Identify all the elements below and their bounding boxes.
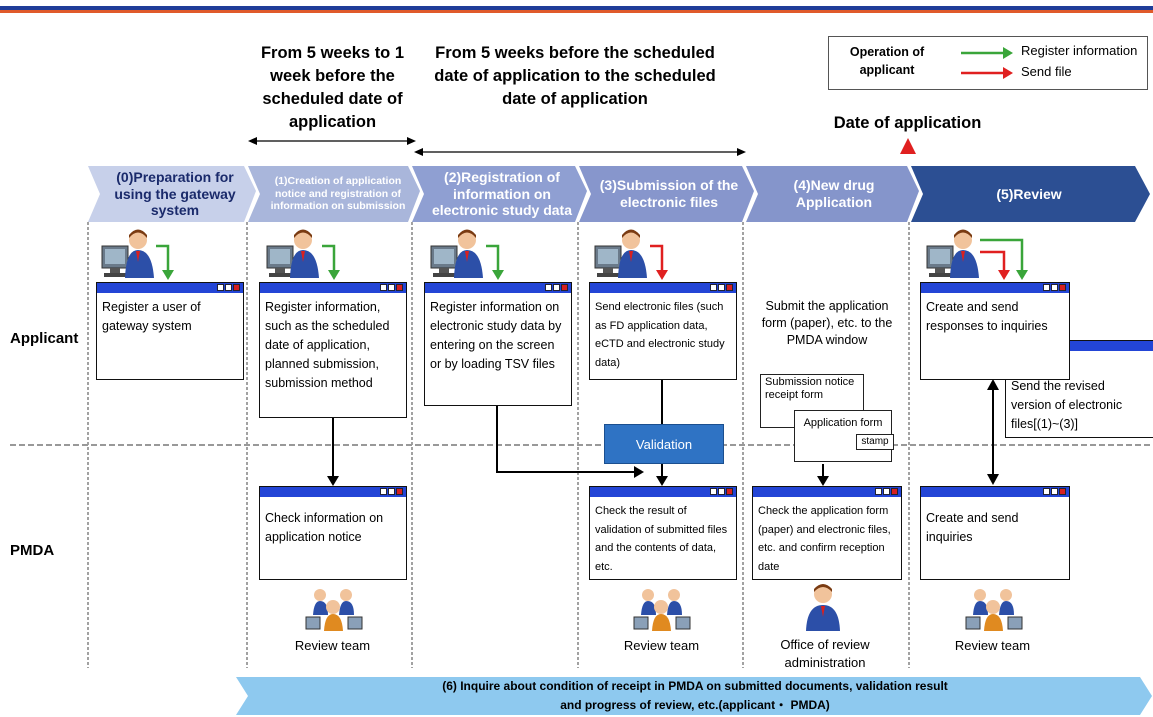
period-heading-2: From 5 weeks before the scheduled date o… — [434, 44, 716, 108]
window-controls-icon — [380, 488, 403, 495]
legend-send: Send file — [1021, 64, 1072, 79]
top-rule-blue — [0, 6, 1153, 10]
row-label-applicant: Applicant — [10, 330, 79, 347]
window-controls-icon — [217, 284, 240, 291]
applicant-box-text: Send electronic files (such as FD applic… — [595, 301, 725, 369]
window-titlebar — [753, 487, 901, 497]
top-rule-orange — [0, 10, 1153, 13]
office-person-icon — [806, 584, 840, 631]
validation-box: Validation — [604, 424, 724, 464]
applicant-box-stage-3: Send electronic files (such as FD applic… — [589, 282, 737, 380]
applicant-box-text: Register information, such as the schedu… — [265, 300, 390, 390]
pmda-box-stage-5: Create and send inquiries — [920, 486, 1070, 580]
pmda-box-stage-3: Check the result of validation of submit… — [589, 486, 737, 580]
user-at-computer-icon — [101, 229, 154, 278]
application-form-label: Application form — [803, 417, 883, 429]
date-of-application-label: Date of application — [833, 114, 982, 132]
applicant-box-text: Register a user of gateway system — [102, 300, 201, 333]
applicant-text-stage-4: Submit the application form (paper), etc… — [761, 299, 893, 347]
legend-register: Register information — [1021, 43, 1138, 58]
bottom-bar-line-2: and progress of review, etc.(applicant・ … — [560, 698, 830, 712]
applicant-box-stage-0: Register a user of gateway system — [96, 282, 244, 380]
applicant-box-text: Register information on electronic study… — [430, 300, 562, 371]
stage-3: (3)Submission of the electronic files — [599, 177, 739, 210]
applicant-box-stage-5: Create and send responses to inquiries — [920, 282, 1070, 380]
pmda-box-stage-1: Check information on application notice — [259, 486, 407, 580]
review-team-icon — [305, 589, 363, 631]
pmda-box-text: Check the result of validation of submit… — [595, 505, 728, 573]
stage-4: (4)New drug Application — [793, 177, 875, 210]
row-label-pmda: PMDA — [10, 542, 55, 559]
pmda-box-stage-4: Check the application form (paper) and e… — [752, 486, 902, 580]
pmda-box-text: Check information on application notice — [265, 511, 384, 544]
stage-2: (2)Registration of information on electr… — [431, 168, 573, 219]
window-titlebar — [1006, 341, 1153, 351]
user-at-computer-icon — [266, 229, 319, 278]
team-label-stage-3: Review team — [623, 638, 700, 653]
window-controls-icon — [380, 284, 403, 291]
window-controls-icon — [1043, 488, 1066, 495]
stage-0: (0)Preparation for using the gateway sys… — [114, 168, 236, 219]
team-label-stage-4: Office of review administration — [780, 637, 870, 670]
stamp-box: stamp — [856, 434, 894, 450]
window-titlebar — [425, 283, 571, 293]
window-titlebar — [921, 487, 1069, 497]
review-team-icon — [965, 589, 1023, 631]
legend-arrows — [961, 47, 1013, 79]
user-at-computer-icon — [430, 229, 483, 278]
pmda-box-text: Check the application form (paper) and e… — [758, 505, 891, 573]
applicant-box-stage-2: Register information on electronic study… — [424, 282, 572, 406]
window-controls-icon — [710, 284, 733, 291]
pmda-box-text: Create and send inquiries — [926, 511, 1019, 544]
red-triangle-icon — [900, 138, 916, 154]
window-controls-icon — [545, 284, 568, 291]
user-at-computer-icon — [926, 229, 979, 278]
window-controls-icon — [875, 488, 898, 495]
window-titlebar — [921, 283, 1069, 293]
legend: Operation of applicant Register informat… — [828, 36, 1148, 90]
application-form-doc: Application form — [794, 410, 892, 462]
applicant-box-text: Create and send responses to inquiries — [926, 300, 1048, 333]
team-label-stage-5: Review team — [954, 638, 1031, 653]
window-controls-icon — [1043, 284, 1066, 291]
window-titlebar — [590, 283, 736, 293]
review-team-icon — [633, 589, 691, 631]
window-controls-icon — [710, 488, 733, 495]
applicant-box-stage-1: Register information, such as the schedu… — [259, 282, 407, 418]
stage-1: (1)Creation of application notice and re… — [270, 175, 406, 213]
window-titlebar — [260, 487, 406, 497]
period-heading-1: From 5 weeks to 1 week before the schedu… — [260, 44, 405, 131]
bottom-bar-line-1: (6) Inquire about condition of receipt i… — [442, 679, 948, 693]
legend-operation-label: Operation of applicant — [849, 45, 925, 77]
user-at-computer-icon — [594, 229, 647, 278]
stage-5: (5)Review — [996, 185, 1062, 202]
window-titlebar — [590, 487, 736, 497]
revised-files-text: Send the revised version of electronic f… — [1011, 379, 1123, 431]
team-label-stage-1: Review team — [294, 638, 371, 653]
window-titlebar — [97, 283, 243, 293]
window-titlebar — [260, 283, 406, 293]
